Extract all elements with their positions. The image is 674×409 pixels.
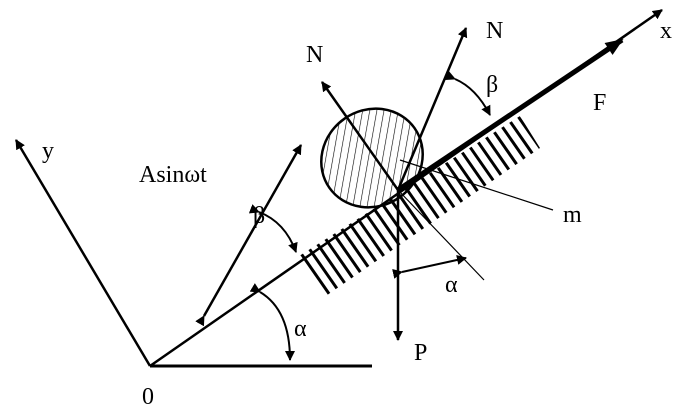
body-ellipse	[320, 107, 424, 209]
beta-arc-left	[248, 204, 298, 253]
label-vibration: Asinωt	[139, 162, 207, 188]
y-axis	[14, 139, 152, 367]
label-mass: m	[563, 202, 582, 228]
label-y-axis: y	[42, 138, 54, 164]
label-alpha-p: α	[445, 272, 458, 298]
label-beta-right: β	[486, 72, 498, 98]
hatch-stroke	[312, 237, 350, 290]
hatch-stroke	[327, 226, 366, 279]
alpha-arrow-p	[392, 255, 467, 279]
alpha-arc-origin	[249, 283, 295, 361]
alpha-reference-line	[397, 189, 485, 281]
hatch-stroke	[296, 247, 335, 300]
label-force: F	[593, 90, 606, 116]
label-weight: P	[414, 340, 427, 366]
hatch-stroke	[335, 220, 374, 274]
normal-left-arrow	[320, 81, 400, 191]
hatch-stroke	[351, 209, 389, 263]
mass-leader-line	[399, 159, 554, 211]
hatch-stroke	[304, 242, 343, 296]
force-f-arrow	[396, 37, 624, 193]
vibration-arrow	[195, 144, 303, 327]
hatch-stroke	[358, 204, 397, 258]
label-normal-left: N	[306, 42, 323, 68]
label-beta-left: β	[253, 203, 265, 229]
hatch-stroke	[343, 215, 382, 268]
hatch-stroke	[319, 231, 358, 285]
label-normal-right: N	[486, 18, 503, 44]
label-origin: 0	[142, 384, 154, 409]
beta-arc-right	[444, 70, 491, 116]
hatch-stroke	[507, 116, 540, 155]
label-x-axis: x	[660, 18, 672, 44]
label-alpha-origin: α	[294, 316, 307, 342]
